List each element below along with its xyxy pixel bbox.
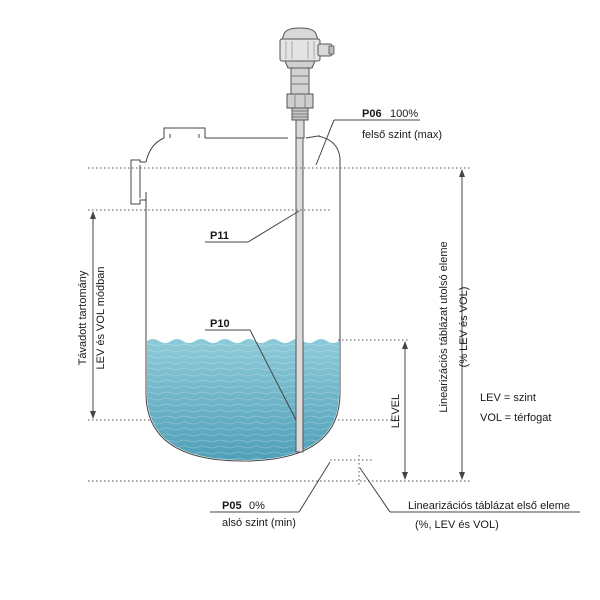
lin-last-line1: Linearizációs táblázat utolsó eleme: [438, 241, 450, 412]
p06-code: P06: [362, 108, 382, 120]
p11-code: P11: [210, 230, 229, 242]
transmit-range-line2: LEV és VOL módban: [95, 267, 107, 370]
p05-code: P05: [222, 500, 242, 512]
dimension-lines: [90, 169, 465, 480]
probe: [279, 27, 335, 453]
lev-definition: LEV = szint: [480, 392, 536, 404]
p10-code: P10: [210, 318, 230, 330]
p06-description: felső szint (max): [362, 129, 442, 141]
vol-definition: VOL = térfogat: [480, 412, 551, 424]
lin-first-line2: (%, LEV és VOL): [415, 519, 499, 531]
level-label: LEVEL: [390, 394, 402, 428]
liquid: [147, 339, 339, 460]
reference-lines: [88, 167, 470, 486]
lin-first-line1: Linearizációs táblázat első eleme: [408, 500, 570, 512]
transmit-range-line1: Távadott tartomány: [77, 270, 89, 365]
p06-percent: 100%: [390, 108, 418, 120]
tank: [130, 127, 341, 462]
leader-lines: [205, 119, 580, 513]
p05-percent: 0%: [249, 500, 265, 512]
p05-description: alsó szint (min): [222, 517, 296, 529]
lin-last-line2: (% LEV és VOL): [458, 287, 470, 368]
labels: P06 100% felső szint (max) P11 P10 P05 0…: [77, 108, 570, 531]
